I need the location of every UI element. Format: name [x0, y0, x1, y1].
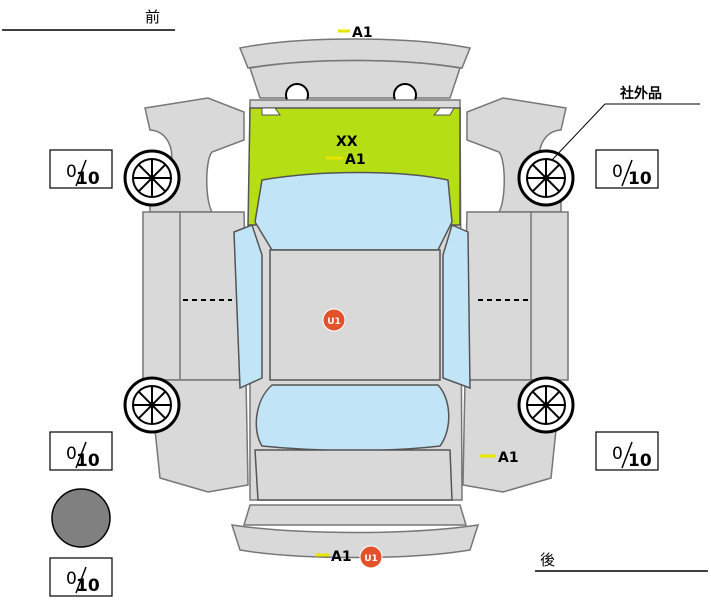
svg-text:10: 10: [76, 451, 100, 471]
svg-text:0: 0: [66, 444, 77, 464]
rear-bumper-badge: [359, 545, 383, 569]
rear-quarter-mark: A1: [498, 450, 519, 466]
svg-text:0: 0: [66, 162, 77, 182]
left-side-window: [233, 224, 263, 390]
rear-bumper: [230, 504, 480, 559]
svg-text:0: 0: [612, 162, 623, 182]
rear-bumper-mark: A1: [331, 549, 352, 565]
front-bumper-mark: A1: [352, 25, 373, 41]
rear-left-wheel-icon: [123, 376, 181, 434]
aftermarket-leader-line: [551, 103, 606, 161]
front-bumper: [238, 38, 472, 107]
front-left-wheel-icon: [123, 149, 181, 207]
roof-panel: [269, 249, 441, 381]
rear-label: 後: [540, 551, 555, 569]
svg-text:0: 0: [66, 569, 77, 589]
roof-badge-text: U1: [327, 317, 341, 327]
svg-text:10: 10: [76, 576, 100, 596]
rear-bumper-badge-text: U1: [364, 554, 378, 564]
roof-badge: [322, 308, 346, 332]
aftermarket-label: 社外品: [619, 85, 662, 102]
trunk-lid: [254, 449, 453, 501]
hood-a1-mark: A1: [345, 152, 366, 168]
hood-xx-mark: XX: [336, 134, 358, 150]
svg-text:10: 10: [628, 169, 652, 189]
tread-box-rear-left: 0 10: [49, 431, 113, 471]
windshield: [254, 171, 453, 251]
rear-window: [255, 384, 450, 452]
tread-box-front-left: 0 10: [49, 149, 113, 189]
svg-text:0: 0: [612, 444, 623, 464]
svg-text:10: 10: [76, 169, 100, 189]
front-right-wheel-icon: [517, 149, 575, 207]
hood-vent: [261, 107, 455, 116]
tread-box-spare: 0 10: [49, 557, 113, 597]
front-label: 前: [145, 8, 160, 26]
right-side-window: [442, 223, 471, 390]
tread-box-rear-right: 0 10: [595, 431, 659, 471]
rear-right-wheel-icon: [517, 376, 575, 434]
tread-box-front-right: 0 10: [595, 149, 659, 189]
svg-text:10: 10: [628, 451, 652, 471]
spare-tire-icon: [51, 488, 111, 548]
